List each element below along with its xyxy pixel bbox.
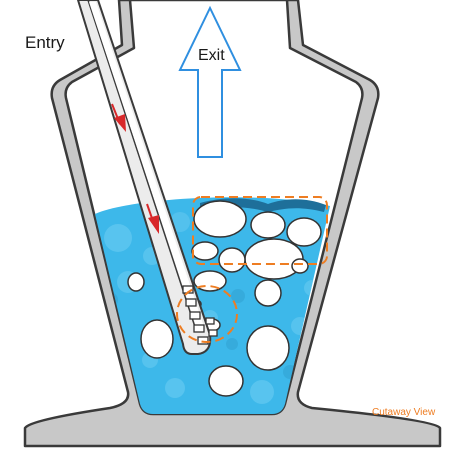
bubble	[250, 211, 286, 239]
sparger-head	[182, 285, 218, 345]
bubble	[218, 247, 246, 273]
entry-tube-inner-line	[87, 0, 197, 331]
down-arrow-icon	[146, 203, 159, 234]
bubble	[191, 241, 219, 261]
entry-tube-channel	[89, 2, 205, 332]
liquid-surface-wave	[200, 198, 326, 212]
entry-tube	[77, 0, 212, 355]
surface-highlight-box	[192, 196, 328, 265]
flow-arrows	[111, 103, 159, 234]
up-arrow-icon	[178, 5, 242, 158]
liquid-texture	[102, 212, 320, 404]
bubble	[208, 365, 244, 397]
bubble	[246, 325, 290, 371]
bubble	[291, 258, 309, 274]
bubble	[193, 200, 247, 238]
sparger-highlight-circle	[176, 285, 238, 343]
down-arrow-icon	[111, 103, 126, 132]
bubble	[286, 217, 322, 247]
bubble	[254, 279, 282, 307]
bubble	[244, 238, 304, 280]
exit-label: Exit	[198, 47, 225, 64]
bubble	[127, 272, 145, 292]
entry-label: Entry	[25, 33, 65, 52]
cutaway-view-label: Cutaway View	[372, 407, 436, 418]
bubble	[140, 319, 174, 359]
